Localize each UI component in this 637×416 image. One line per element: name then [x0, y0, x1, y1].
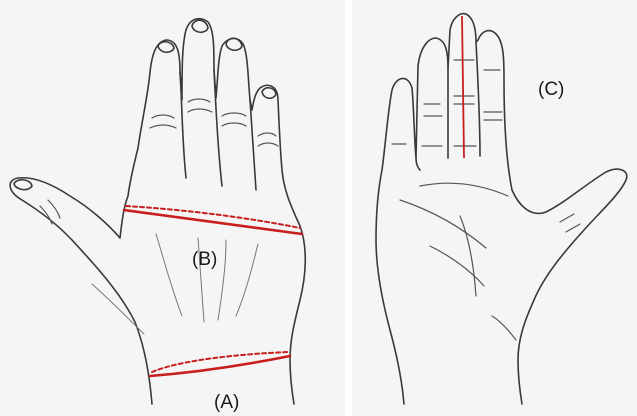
dorsal-knuckle-crease [40, 206, 52, 224]
dorsal-knuckle-crease [258, 143, 278, 146]
palm-circumference-back-line [126, 206, 300, 228]
dorsal-nail-ring [226, 38, 242, 50]
dorsal-finger-gap-1 [180, 72, 186, 178]
dorsal-knuckle-crease [152, 115, 174, 118]
dorsal-tendon [218, 240, 226, 320]
dorsal-knuckle-crease [188, 109, 212, 112]
palmar-hand-outline [376, 14, 627, 404]
palm-heart-line [420, 183, 508, 196]
dorsal-knuckle-crease [188, 99, 210, 102]
dorsal-knuckle-crease [222, 113, 246, 116]
dorsal-nail-middle [192, 20, 208, 32]
finger-length-line [462, 16, 464, 158]
dorsal-finger-gap-2 [214, 70, 222, 186]
dorsal-knuckle-crease [150, 125, 176, 128]
dorsal-tendon [156, 234, 182, 316]
dorsal-nail-thumb [14, 180, 32, 190]
thumb-crease [560, 214, 574, 222]
palmar-finger-gap-3 [476, 42, 480, 156]
dorsal-tendon [236, 244, 258, 316]
dorsal-tendon [92, 284, 144, 334]
dorsal-hand-drawing [10, 19, 305, 404]
dorsal-finger-gap-3 [250, 100, 256, 190]
palm-life-line [460, 216, 476, 296]
palmar-hand-drawing [376, 14, 627, 404]
palm-head-line [400, 200, 486, 248]
palm-base-line [492, 316, 516, 340]
label-a: (A) [214, 392, 239, 414]
dorsal-knuckle-crease [48, 200, 60, 218]
palmar-finger-gap-1 [416, 158, 420, 170]
palm-minor-line [430, 246, 484, 286]
thumb-crease [566, 224, 580, 232]
label-b: (B) [192, 249, 217, 271]
dorsal-knuckle-crease [222, 123, 246, 126]
dorsal-nail-little [262, 88, 276, 99]
dorsal-hand-outline [10, 19, 305, 404]
dorsal-knuckle-crease [258, 133, 276, 136]
label-c: (C) [538, 79, 564, 101]
dorsal-nail-index [158, 42, 174, 53]
